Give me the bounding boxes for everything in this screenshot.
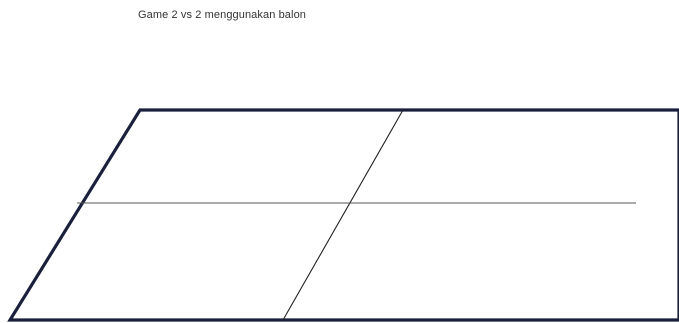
court-center-line [282, 109, 404, 321]
court [7, 108, 679, 322]
diagram-caption: Game 2 vs 2 menggunakan balon [138, 9, 307, 21]
court-boundary [7, 108, 679, 322]
